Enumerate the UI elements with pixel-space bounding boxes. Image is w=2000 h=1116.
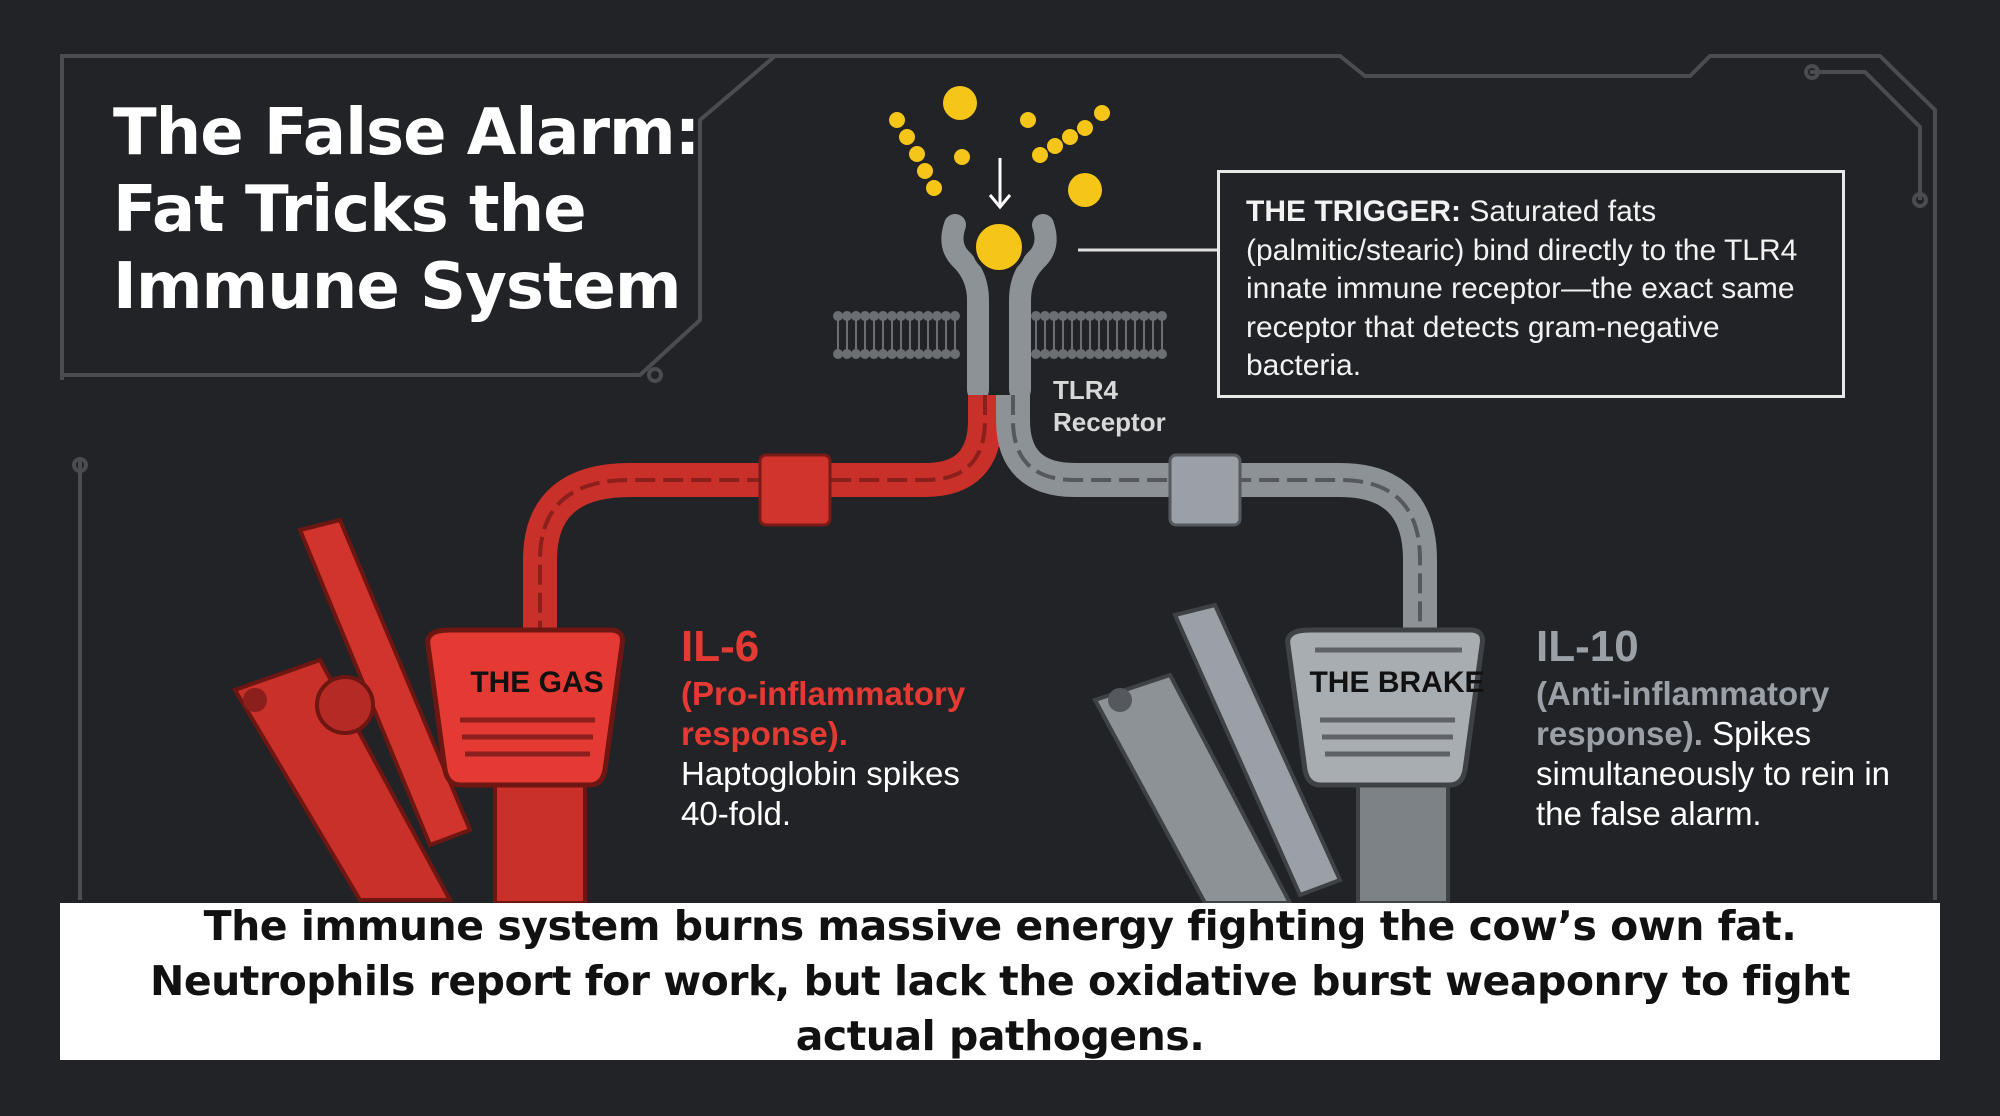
lipid-head xyxy=(851,311,861,321)
lipid-head xyxy=(1076,349,1086,359)
lipid-head xyxy=(1049,311,1059,321)
lipid-head xyxy=(923,349,933,359)
down-arrow-icon xyxy=(988,158,1012,210)
lipid-head xyxy=(878,311,888,321)
circuit-frame xyxy=(60,54,1937,900)
lipid-head xyxy=(1040,349,1050,359)
lipid-head xyxy=(1058,349,1068,359)
title-line: Fat Tricks the xyxy=(113,173,587,247)
lipid-head xyxy=(932,349,942,359)
il6-subtitle: (Pro-inflammatory response). xyxy=(681,675,966,752)
il10-heading: IL-10 xyxy=(1536,622,1639,671)
title-line: Immune System xyxy=(113,250,682,324)
il6-body: Haptoglobin spikes 40-fold. xyxy=(681,755,960,832)
lipid-head xyxy=(878,349,888,359)
lipid-head xyxy=(905,349,915,359)
gas-lever xyxy=(232,517,473,902)
il10-description: IL-10 (Anti-inflammatory response). Spik… xyxy=(1536,620,1896,834)
trigger-text: Saturated fats (palmitic/stearic) bind d… xyxy=(1246,195,1798,382)
lipid-head xyxy=(1112,349,1122,359)
lipid-head xyxy=(1121,311,1131,321)
lipid-head xyxy=(869,311,879,321)
lipid-head xyxy=(1112,311,1122,321)
brake-lever xyxy=(1092,602,1343,905)
lipid-head xyxy=(1076,311,1086,321)
lipid-head xyxy=(1148,349,1158,359)
lipid-head xyxy=(842,349,852,359)
lipid-head xyxy=(1139,311,1149,321)
lipid-head xyxy=(851,349,861,359)
receptor-label-line: TLR4 xyxy=(1053,375,1118,405)
lipid-head xyxy=(1103,349,1113,359)
lipid-head xyxy=(1040,311,1050,321)
cell-membrane xyxy=(833,311,1167,359)
il6-description: IL-6 (Pro-inflammatory response). Haptog… xyxy=(681,620,1001,834)
gas-pedal xyxy=(425,627,625,905)
lipid-head xyxy=(1085,349,1095,359)
lipid-head xyxy=(1094,349,1104,359)
lipid-head xyxy=(1067,311,1077,321)
lipid-head xyxy=(833,311,843,321)
lipid-head xyxy=(887,311,897,321)
receptor-label-line: Receptor xyxy=(1053,407,1166,437)
fat-molecules xyxy=(889,86,1110,207)
lipid-head xyxy=(1139,349,1149,359)
gas-pedal-label: THE GAS xyxy=(470,666,604,699)
il10-body: Spikes simultaneously to rein in the fal… xyxy=(1536,715,1891,832)
lipid-head xyxy=(842,311,852,321)
lipid-head xyxy=(1031,311,1041,321)
lipid-head xyxy=(1148,311,1158,321)
lipid-head xyxy=(860,311,870,321)
lipid-head xyxy=(1085,311,1095,321)
lipid-head xyxy=(923,311,933,321)
title-line: The False Alarm: xyxy=(113,96,700,170)
lipid-head xyxy=(1049,349,1059,359)
lipid-head xyxy=(1157,349,1167,359)
lipid-head xyxy=(1130,349,1140,359)
lipid-head xyxy=(1031,349,1041,359)
lipid-head xyxy=(905,311,915,321)
lipid-head xyxy=(869,349,879,359)
lipid-head xyxy=(941,349,951,359)
lipid-head xyxy=(941,311,951,321)
tlr4-receptor xyxy=(941,214,1057,401)
summary-text: The immune system burns massive energy f… xyxy=(150,902,1851,1060)
lipid-head xyxy=(896,311,906,321)
lipid-head xyxy=(896,349,906,359)
lipid-head xyxy=(914,349,924,359)
lipid-head xyxy=(1094,311,1104,321)
receptor-label: TLR4 Receptor xyxy=(1053,374,1166,438)
lipid-head xyxy=(1067,349,1077,359)
trigger-label: THE TRIGGER: xyxy=(1246,195,1461,228)
lipid-head xyxy=(887,349,897,359)
lipid-head xyxy=(1058,311,1068,321)
summary-banner: The immune system burns massive energy f… xyxy=(60,902,1940,1060)
page-title: The False Alarm: Fat Tricks the Immune S… xyxy=(113,95,700,326)
lipid-head xyxy=(1121,349,1131,359)
il6-heading: IL-6 xyxy=(681,622,760,671)
lipid-head xyxy=(950,349,960,359)
il10-subtitle: (Anti-inflammatory response). xyxy=(1536,675,1830,752)
lipid-head xyxy=(914,311,924,321)
lipid-head xyxy=(950,311,960,321)
lipid-head xyxy=(1157,311,1167,321)
brake-pedal-label: THE BRAKE xyxy=(1309,666,1485,699)
lipid-head xyxy=(860,349,870,359)
lipid-head xyxy=(833,349,843,359)
gray-connector xyxy=(1168,453,1242,527)
trigger-callout: THE TRIGGER: Saturated fats (palmitic/st… xyxy=(1217,170,1845,398)
lipid-head xyxy=(1130,311,1140,321)
lipid-head xyxy=(932,311,942,321)
red-connector xyxy=(758,453,832,527)
lipid-head xyxy=(1103,311,1113,321)
